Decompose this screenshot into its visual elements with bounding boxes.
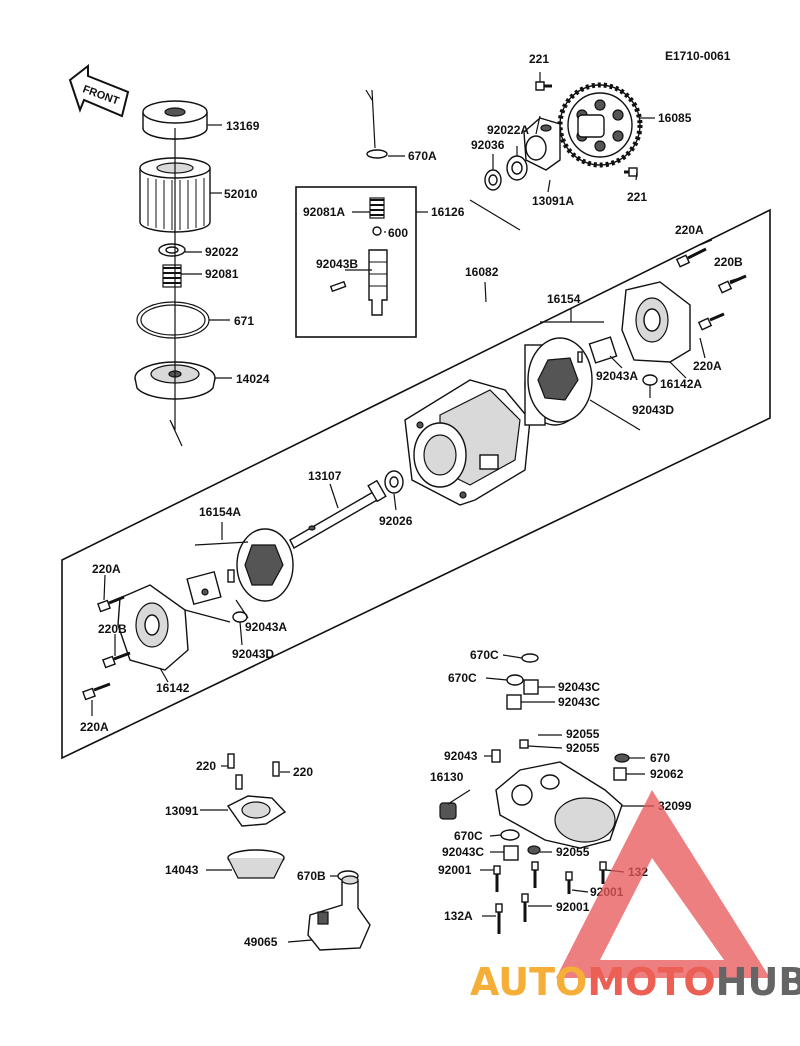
callout-221-right: 221 <box>627 190 647 204</box>
callout-92043b: 92043B <box>316 257 358 271</box>
callout-52010: 52010 <box>224 187 258 201</box>
callout-92043a-top: 92043A <box>596 369 638 383</box>
callout-92026: 92026 <box>379 514 413 528</box>
callout-49065: 49065 <box>244 935 278 949</box>
callout-600: 600 <box>388 226 408 240</box>
callout-92001-1: 92001 <box>438 863 472 877</box>
callout-92043c-2: 92043C <box>558 695 600 709</box>
callout-13169: 13169 <box>226 119 260 133</box>
watermark-moto: MOTO <box>587 960 715 1004</box>
callout-92043c-3: 92043C <box>442 845 484 859</box>
svg-text:AUTOMOTOHUB: AUTOMOTOHUB <box>470 960 800 1004</box>
pump-cover-16142 <box>82 584 189 701</box>
callout-92043d-left: 92043D <box>232 647 274 661</box>
callout-92062: 92062 <box>650 767 684 781</box>
callout-16085: 16085 <box>658 111 692 125</box>
strainer-group <box>226 753 371 951</box>
callout-220-left: 220 <box>196 759 216 773</box>
callout-221-top: 221 <box>529 52 549 66</box>
callout-220a-top: 220A <box>675 223 704 237</box>
callout-92055-3: 92055 <box>556 845 590 859</box>
callout-14043: 14043 <box>165 863 199 877</box>
front-arrow-icon: FRONT <box>68 63 130 118</box>
callout-671: 671 <box>234 314 254 328</box>
callout-670: 670 <box>650 751 670 765</box>
pump-body <box>404 379 531 506</box>
callout-92036: 92036 <box>471 138 505 152</box>
callout-16130: 16130 <box>430 770 464 784</box>
callout-92043: 92043 <box>444 749 478 763</box>
callout-16154a: 16154A <box>199 505 241 519</box>
watermark-hub: HUB <box>716 960 800 1004</box>
gear-group <box>484 72 643 191</box>
oil-filter-stack <box>134 100 216 447</box>
leader-lines <box>181 124 232 379</box>
callout-16142: 16142 <box>156 681 190 695</box>
pump-cover-16142a <box>621 247 747 363</box>
callout-16126: 16126 <box>431 205 465 219</box>
callout-92055-2: 92055 <box>566 741 600 755</box>
callout-92081: 92081 <box>205 267 239 281</box>
callout-670b: 670B <box>297 869 326 883</box>
callout-14024: 14024 <box>236 372 270 386</box>
callout-220b-left: 220B <box>98 622 127 636</box>
rotor-set-16154a <box>186 528 294 623</box>
pump-assembly-frame <box>61 208 771 760</box>
callout-16142a: 16142A <box>660 377 702 391</box>
callout-92001-3: 92001 <box>556 900 590 914</box>
callout-220b-top: 220B <box>714 255 743 269</box>
diagram-code: E1710-0061 <box>665 49 731 63</box>
callout-220a-left-top: 220A <box>92 562 121 576</box>
callout-670c-3: 670C <box>454 829 483 843</box>
callout-92043d-top: 92043D <box>632 403 674 417</box>
callout-13091a: 13091A <box>532 194 574 208</box>
callout-92022a: 92022A <box>487 123 529 137</box>
callout-92043a-left: 92043A <box>245 620 287 634</box>
callout-92081a: 92081A <box>303 205 345 219</box>
callout-13091: 13091 <box>165 804 199 818</box>
pump-shaft <box>289 470 404 549</box>
callout-92043c-1: 92043C <box>558 680 600 694</box>
callout-92055-1: 92055 <box>566 727 600 741</box>
callout-670a: 670A <box>408 149 437 163</box>
callout-32099: 32099 <box>658 799 692 813</box>
callout-220a-left-bottom: 220A <box>80 720 109 734</box>
relief-valve-box <box>295 89 417 338</box>
callout-670c-2: 670C <box>448 671 477 685</box>
callout-220a-mid: 220A <box>693 359 722 373</box>
automotohub-watermark: AUTOMOTOHUB <box>470 790 800 1004</box>
callout-670c-1: 670C <box>470 648 499 662</box>
watermark-auto: AUTO <box>470 960 587 1004</box>
callout-16082: 16082 <box>465 265 499 279</box>
callout-13107: 13107 <box>308 469 342 483</box>
callout-220-right: 220 <box>293 765 313 779</box>
callout-92022: 92022 <box>205 245 239 259</box>
callout-16154: 16154 <box>547 292 581 306</box>
callout-132a: 132A <box>444 909 473 923</box>
oil-valve-group <box>439 653 630 934</box>
rotor-set-16154 <box>524 336 658 426</box>
